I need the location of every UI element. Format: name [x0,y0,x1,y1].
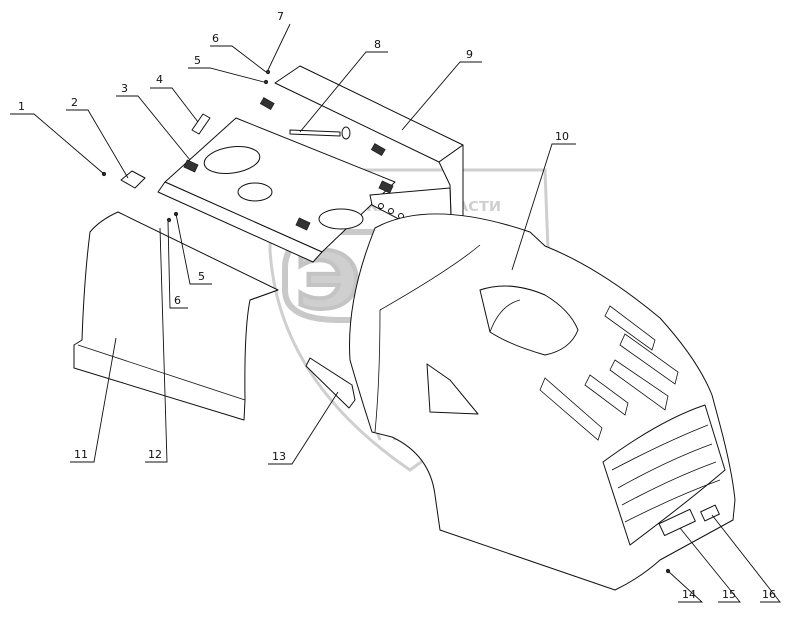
callout-3: 3 [121,82,128,95]
callout-6a: 6 [212,32,219,45]
callout-12: 12 [148,448,162,461]
callout-9: 9 [466,48,473,61]
callout-labels: 1 2 3 4 5 6 7 8 9 10 5 6 11 12 13 14 15 … [18,10,776,601]
rod-part-8 [289,126,351,140]
callout-14: 14 [682,588,696,601]
callout-2: 2 [71,96,78,109]
callout-13: 13 [272,450,286,463]
callout-15: 15 [722,588,736,601]
callout-8: 8 [374,38,381,51]
leader-lines [10,23,781,603]
hardware-parts [101,69,271,223]
callout-16: 16 [762,588,776,601]
callout-5b: 5 [198,270,205,283]
callout-5a: 5 [194,54,201,67]
side-panel-part-11 [73,211,279,421]
callout-10: 10 [555,130,569,143]
callout-11: 11 [74,448,88,461]
top-plate-part-3 [157,117,396,263]
callout-6b: 6 [174,294,181,307]
callout-1: 1 [18,100,25,113]
hood-main-body [305,213,736,591]
callout-7: 7 [277,10,284,23]
callout-4: 4 [156,73,163,86]
